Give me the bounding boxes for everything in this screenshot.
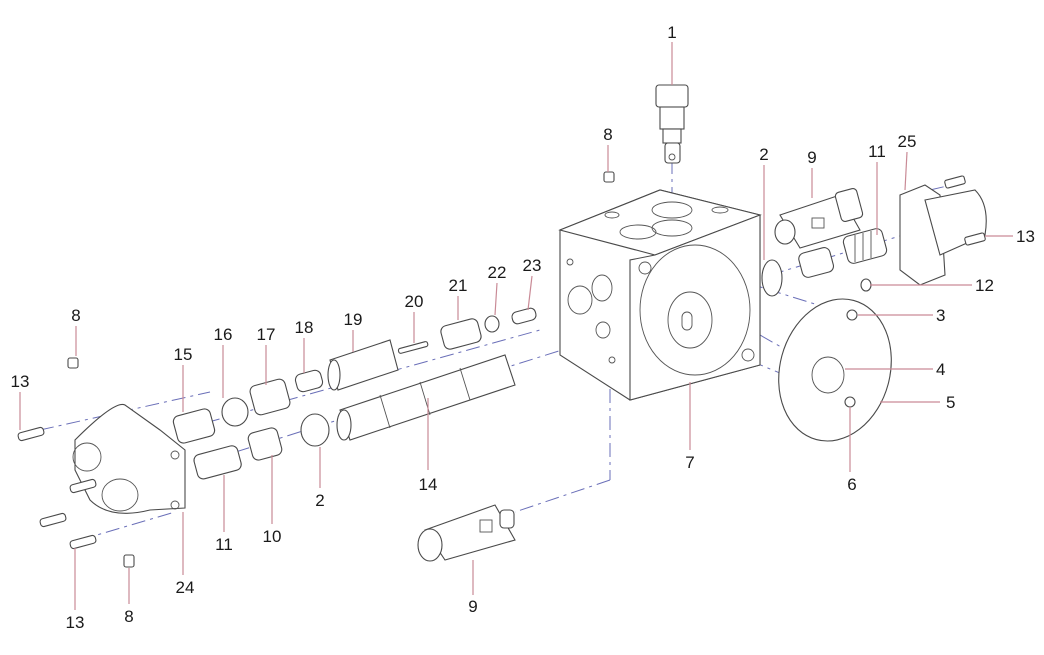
- part-20-pin: [397, 341, 429, 354]
- part-13-bolt-left-4: [69, 534, 97, 550]
- part-14-spool: [336, 354, 516, 441]
- callout-11-left: 11: [215, 535, 233, 554]
- callout-2-right: 2: [759, 145, 768, 164]
- callout-25: 25: [898, 132, 917, 151]
- callout-12: 12: [975, 276, 994, 295]
- part-13-bolt-upper-right: [944, 175, 966, 189]
- callout-10: 10: [263, 527, 282, 546]
- callout-22: 22: [488, 263, 507, 282]
- part-16-oring: [221, 397, 249, 427]
- part-22-ring: [484, 315, 500, 333]
- part-2-oring-left: [300, 413, 330, 447]
- part-9-cartridge-lower: [417, 504, 516, 562]
- part-23-spring: [511, 307, 537, 325]
- callout-20: 20: [405, 292, 424, 311]
- callout-15: 15: [174, 345, 193, 364]
- leader-lines: [19, 42, 1013, 610]
- sleeve-right: [798, 247, 835, 278]
- part-9-cartridge-upper: [774, 188, 864, 249]
- callout-8-top: 8: [603, 125, 612, 144]
- callout-7: 7: [685, 453, 694, 472]
- callout-1: 1: [667, 23, 676, 42]
- callout-4: 4: [936, 360, 945, 379]
- callout-21: 21: [449, 276, 468, 295]
- part-21-sleeve: [440, 318, 482, 350]
- part-24-cover-left: [72, 403, 186, 514]
- callout-16: 16: [214, 325, 233, 344]
- callout-6: 6: [847, 475, 856, 494]
- part-8-cap-bottom: [123, 554, 135, 568]
- part-8-cap-left: [67, 357, 79, 369]
- callout-19: 19: [344, 310, 363, 329]
- valve-body: [558, 189, 762, 401]
- callout-13-right: 13: [1016, 227, 1035, 246]
- part-25-cover-right: [899, 184, 987, 286]
- callout-8-left: 8: [71, 306, 80, 325]
- part-18-spring: [294, 369, 324, 393]
- callout-17: 17: [257, 325, 276, 344]
- callout-5: 5: [946, 393, 955, 412]
- callout-13-left-top: 13: [11, 372, 30, 391]
- part-2-oring-right: [761, 259, 783, 297]
- callout-23: 23: [523, 256, 542, 275]
- part-11-spring-right: [842, 228, 888, 264]
- callout-labels: 1 2 2 3 4 5 6 7 8 8 8 9 9 10 11 11 12 13…: [11, 23, 1035, 632]
- part-8-cap-top: [603, 171, 615, 183]
- callout-11-right: 11: [868, 142, 886, 161]
- part-17-nut: [249, 378, 291, 416]
- callout-18: 18: [295, 318, 314, 337]
- callout-13-left-bottom: 13: [66, 613, 85, 632]
- callout-9-upper: 9: [807, 148, 816, 167]
- part-11-spring-left: [193, 445, 242, 480]
- part-13-bolt-lower-right: [964, 232, 986, 246]
- callout-8-bottom: 8: [124, 607, 133, 626]
- callout-14: 14: [419, 475, 438, 494]
- part-1-plug: [655, 84, 689, 164]
- part-10-seat: [247, 427, 283, 461]
- part-13-bolt-left-1: [17, 426, 45, 442]
- part-12-oring: [860, 278, 872, 292]
- part-13-bolt-left-3: [39, 512, 67, 528]
- callout-2-left: 2: [315, 491, 324, 510]
- callout-9-lower: 9: [468, 597, 477, 616]
- part-19-valve: [327, 339, 399, 391]
- callout-24: 24: [176, 578, 195, 597]
- callout-3: 3: [936, 306, 945, 325]
- part-15-sleeve: [172, 408, 216, 444]
- part-5-gasket-plate: [778, 298, 892, 442]
- part-13-bolt-left-2: [69, 478, 97, 494]
